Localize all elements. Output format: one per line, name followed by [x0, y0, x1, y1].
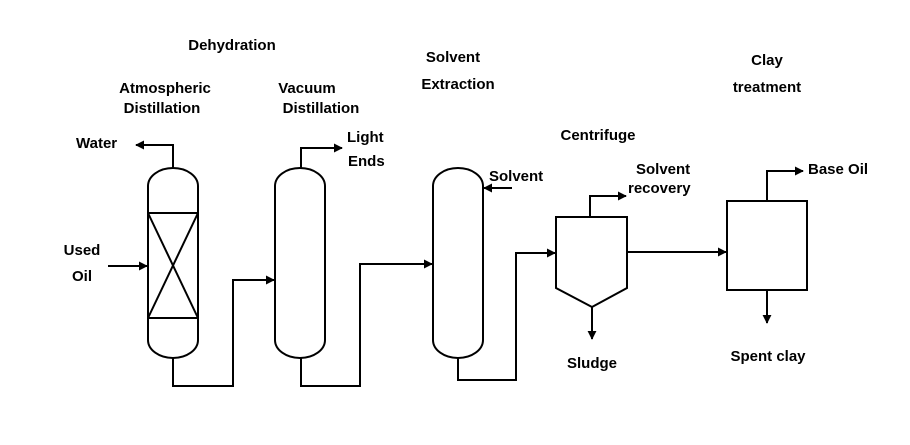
base-oil-label: Base Oil	[808, 161, 868, 178]
vacuum-distillation-label-line1: Vacuum	[278, 80, 336, 97]
clay-treatment-vessel	[726, 200, 808, 291]
atmospheric-to-vacuum-line	[172, 275, 275, 387]
vacuum-distillation-column	[274, 167, 326, 359]
used-oil-label-line1: Used	[64, 242, 101, 259]
light-ends-outlet-arrow	[300, 143, 343, 168]
used-oil-label-line2: Oil	[72, 268, 92, 285]
vacuum-distillation-label-line2: Distillation	[283, 100, 360, 117]
solvent-input-label: Solvent	[489, 168, 543, 185]
light-ends-label-line1: Light	[347, 129, 384, 146]
centrifuge-label: Centrifuge	[561, 127, 636, 144]
solvent-extraction-label-line2: Extraction	[421, 76, 494, 93]
solvent-recovery-label-line1: Solvent	[636, 161, 690, 178]
solvent-extraction-label-line1: Solvent	[426, 49, 480, 66]
base-oil-outlet-arrow	[766, 166, 804, 201]
water-label: Water	[76, 135, 117, 152]
centrifuge-vessel	[555, 216, 628, 309]
solvent-recovery-outlet-arrow	[589, 191, 627, 217]
sludge-label: Sludge	[567, 355, 617, 372]
atmospheric-distillation-label-line1: Atmospheric	[119, 80, 211, 97]
spent-clay-label: Spent clay	[730, 348, 806, 365]
solvent-extraction-column	[432, 167, 484, 359]
solvent-recovery-label-line2: recovery	[628, 180, 691, 197]
atmospheric-distillation-column	[147, 167, 199, 359]
extraction-to-centrifuge-line	[457, 248, 556, 381]
clay-treatment-label-line1: Clay	[751, 52, 783, 69]
clay-treatment-label-line2: treatment	[733, 79, 801, 96]
water-outlet-arrow	[135, 140, 174, 168]
dehydration-label: Dehydration	[188, 37, 276, 54]
vacuum-to-extraction-line	[300, 259, 433, 387]
atmospheric-distillation-label-line2: Distillation	[124, 100, 201, 117]
light-ends-label-line2: Ends	[348, 153, 385, 170]
